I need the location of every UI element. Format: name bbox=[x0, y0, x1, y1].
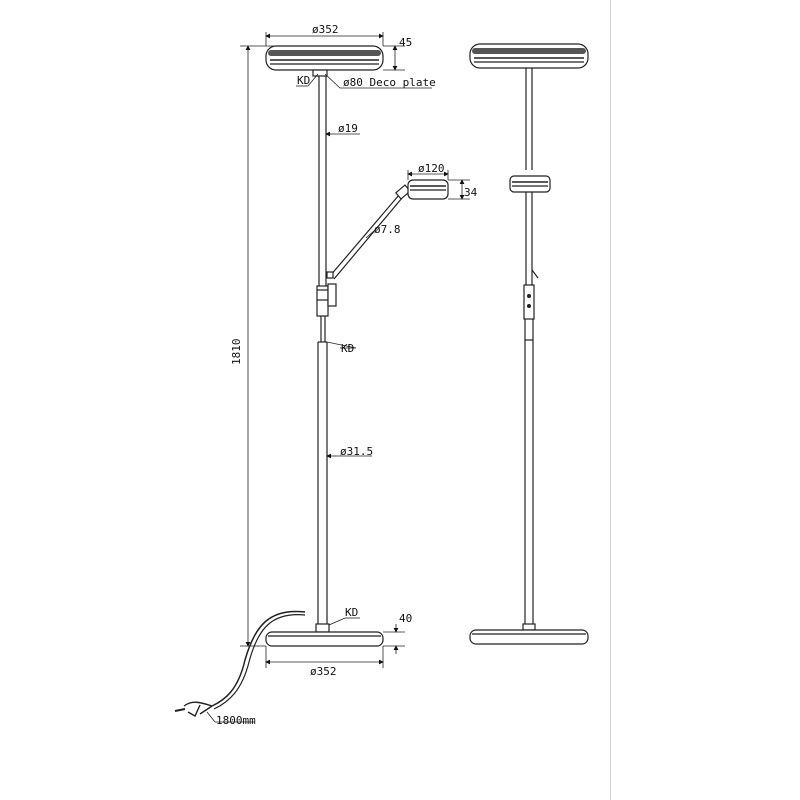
top-diameter-label: ø352 bbox=[312, 23, 339, 36]
front-view bbox=[174, 45, 449, 717]
side-lower-pole bbox=[522, 319, 536, 631]
joint-section bbox=[316, 283, 337, 342]
total-height-label: 1810 bbox=[230, 339, 243, 366]
base-diameter-label: ø352 bbox=[310, 665, 337, 678]
page-border-line bbox=[610, 0, 611, 800]
side-joint-section bbox=[523, 284, 535, 320]
side-view bbox=[469, 43, 589, 645]
reading-head-diameter-label: ø120 bbox=[418, 162, 445, 175]
kd-top-label: KD bbox=[297, 74, 310, 87]
pole-upper-diameter-label: ø19 bbox=[338, 122, 358, 135]
lower-pole bbox=[315, 341, 330, 633]
base bbox=[265, 631, 384, 647]
side-upper-pole bbox=[525, 68, 533, 170]
dimension-lines bbox=[206, 32, 470, 723]
power-cable bbox=[174, 610, 306, 717]
pole-lower-diameter-label: ø31.5 bbox=[340, 445, 373, 458]
side-mid-pole bbox=[525, 192, 539, 285]
reading-head-height-label: 34 bbox=[464, 186, 478, 199]
side-uplight-shade bbox=[469, 43, 589, 69]
side-reading-head bbox=[509, 175, 551, 193]
reading-head bbox=[407, 179, 449, 200]
kd-middle-label: KD bbox=[341, 342, 354, 355]
top-height-label: 45 bbox=[399, 36, 412, 49]
uplight-shade bbox=[265, 45, 384, 77]
arm-diameter-label: ø7.8 bbox=[374, 223, 401, 236]
deco-plate-label: ø80 Deco plate bbox=[343, 76, 436, 89]
cable-length-label: 1800mm bbox=[216, 714, 256, 727]
kd-bottom-label: KD bbox=[345, 606, 358, 619]
side-base bbox=[469, 629, 589, 645]
base-height-label: 40 bbox=[399, 612, 412, 625]
upper-pole bbox=[318, 76, 327, 288]
dimension-labels: ø352 45 KD ø80 Deco plate ø19 ø120 34 ø7… bbox=[216, 23, 478, 727]
